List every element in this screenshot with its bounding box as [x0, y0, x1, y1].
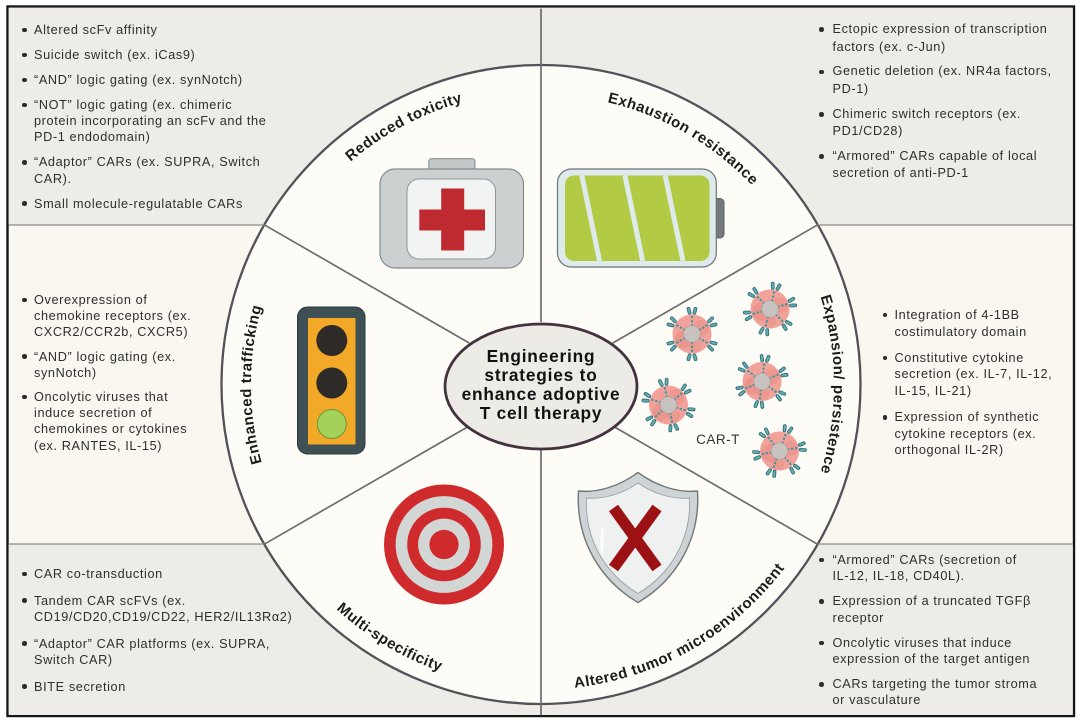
svg-text:enhance adoptive: enhance adoptive: [462, 384, 621, 404]
svg-text:Engineering: Engineering: [487, 346, 596, 366]
svg-text:strategies to: strategies to: [484, 365, 597, 385]
svg-text:T cell therapy: T cell therapy: [480, 403, 603, 423]
svg-text:CAR-T: CAR-T: [696, 432, 740, 447]
